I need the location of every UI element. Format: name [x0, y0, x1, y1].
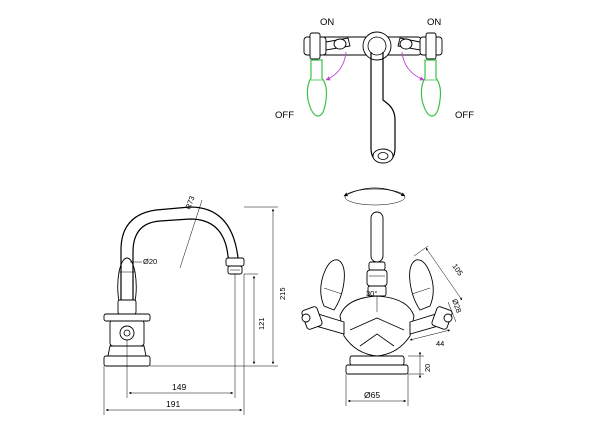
diameter-label: Ø20	[143, 257, 157, 266]
side-view: R73 Ø20 215 121 149 191	[103, 195, 287, 415]
height-spout: 121	[257, 317, 266, 330]
angle-label: 30°	[366, 289, 377, 298]
label-off-left: OFF	[275, 110, 294, 121]
label-on-right: ON	[427, 17, 441, 28]
lever-length: 105	[450, 262, 465, 277]
top-view: ON ON OFF OFF	[275, 17, 474, 164]
lever-offset: 44	[436, 339, 444, 348]
left-handle-front	[301, 259, 345, 335]
radius-label: R73	[183, 195, 196, 211]
label-off-right: OFF	[455, 110, 474, 121]
height-total: 215	[278, 287, 287, 300]
base-diameter: Ø65	[364, 390, 380, 400]
reach-label: 149	[172, 382, 186, 392]
length-label: 191	[166, 399, 180, 409]
right-handle-top	[397, 32, 443, 117]
left-handle-top	[303, 32, 351, 117]
front-view: 30° 105 Ø28 44 20	[301, 187, 465, 406]
base-height: 20	[423, 364, 432, 372]
label-on-left: ON	[320, 17, 334, 28]
right-handle-front	[409, 259, 453, 335]
